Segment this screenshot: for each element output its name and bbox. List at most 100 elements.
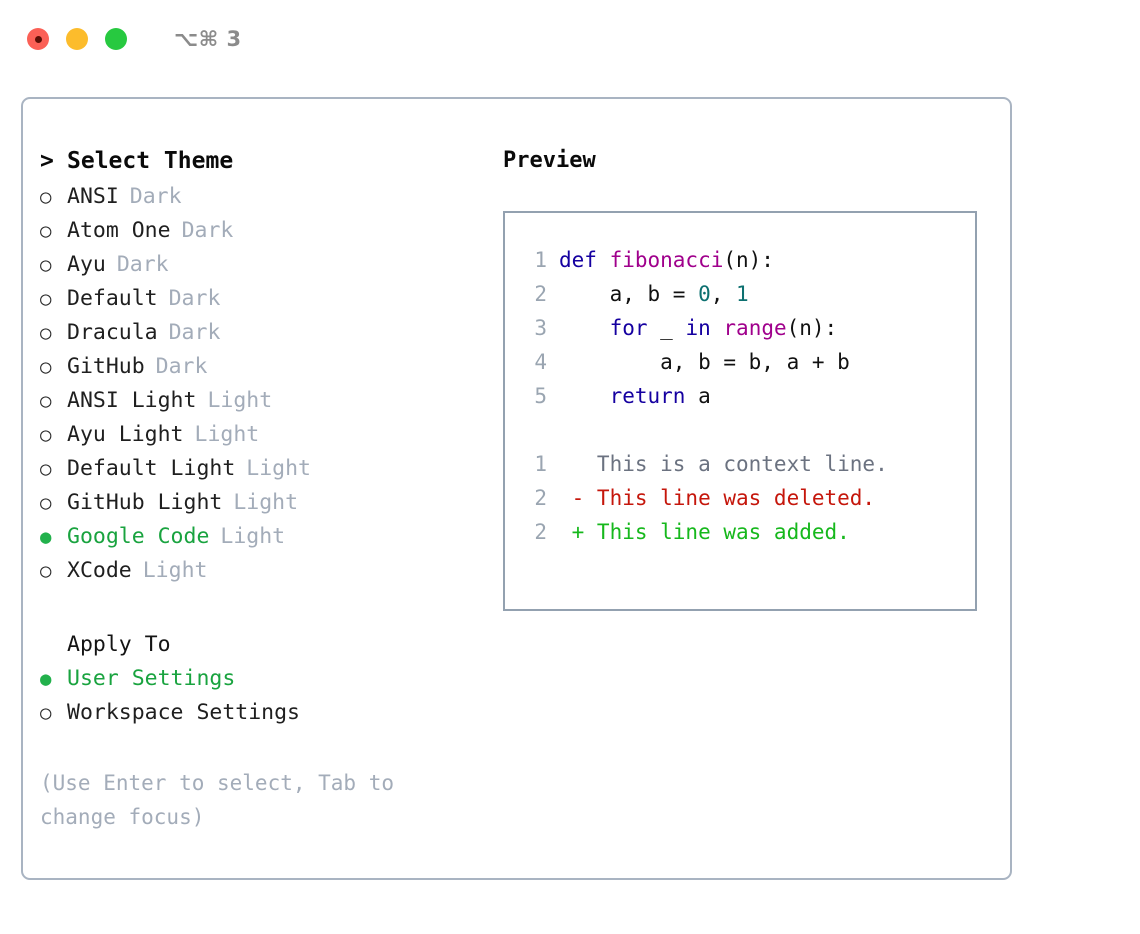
radio-icon: ○ xyxy=(40,322,52,344)
radio-icon: ○ xyxy=(40,186,52,208)
theme-option-tag: Dark xyxy=(168,320,221,345)
line-number: 4 xyxy=(534,350,547,374)
diff-line-add: 2 + This line was added. xyxy=(505,520,975,554)
blank-marker: ○ xyxy=(40,632,67,657)
radio-icon: ○ xyxy=(40,356,52,378)
title-bar: ⌥⌘ 3 xyxy=(0,0,1140,78)
diff-line-content: + This line was added. xyxy=(559,520,850,544)
theme-option-label: Default xyxy=(67,286,158,311)
line-number: 3 xyxy=(534,316,547,340)
code-line: 3 for _ in range(n): xyxy=(505,316,975,350)
radio-icon: ○ xyxy=(40,220,52,242)
diff-line-ctx: 1 This is a context line. xyxy=(505,452,975,486)
code-line-content: return a xyxy=(559,384,711,408)
hint-spacer xyxy=(40,734,480,766)
theme-option-label: Google Code xyxy=(67,524,210,549)
code-token-kw: return xyxy=(609,384,686,408)
radio-icon: ○ xyxy=(40,560,52,582)
code-line: 5 return a xyxy=(505,384,975,418)
page-title: > Select Theme xyxy=(40,148,480,184)
radio-icon: ○ xyxy=(40,458,52,480)
radio-icon: ○ xyxy=(40,702,52,724)
line-number: 1 xyxy=(534,452,547,476)
apply-to-heading: ○ Apply To xyxy=(40,632,480,666)
code-token-num: 1 xyxy=(736,282,749,306)
theme-option-label: Default Light xyxy=(67,456,236,481)
radio-icon: ○ xyxy=(40,288,52,310)
preview-title: Preview xyxy=(503,148,596,173)
code-line: 1 def fibonacci(n): xyxy=(505,248,975,282)
code-token-fn: range xyxy=(723,316,787,340)
radio-icon: ○ xyxy=(40,254,52,276)
diff-line-content: - This line was deleted. xyxy=(559,486,876,510)
keyboard-hint: (Use Enter to select, Tab to change focu… xyxy=(40,771,395,829)
code-token-plain: a, b = xyxy=(559,282,699,306)
keyboard-shortcut-label: ⌥⌘ 3 xyxy=(174,27,242,51)
minimize-button[interactable] xyxy=(66,28,88,50)
code-token-plain: _ xyxy=(647,316,686,340)
theme-option-ayu[interactable]: ○ Ayu Dark xyxy=(40,252,480,286)
code-token-plain: (n): xyxy=(786,316,838,340)
code-preview-box: 1 def fibonacci(n): 2 a, b = 0, 1 3 for _ i… xyxy=(503,211,977,611)
diff-line-content: This is a context line. xyxy=(559,452,888,476)
theme-option-default-light[interactable]: ○ Default Light Light xyxy=(40,456,480,490)
theme-option-label: XCode xyxy=(67,558,132,583)
apply-to-heading-label: Apply To xyxy=(67,632,171,657)
close-button[interactable] xyxy=(27,28,49,50)
line-number: 2 xyxy=(534,520,547,544)
apply-to-list: ● User Settings ○ Workspace Settings xyxy=(40,666,480,734)
radio-selected-icon: ● xyxy=(40,526,52,548)
apply-to-option-workspace-settings[interactable]: ○ Workspace Settings xyxy=(40,700,480,734)
radio-icon: ○ xyxy=(40,424,52,446)
theme-option-tag: Dark xyxy=(129,184,182,209)
theme-option-label: GitHub Light xyxy=(67,490,223,515)
theme-option-label: ANSI xyxy=(67,184,119,209)
theme-option-label: Ayu xyxy=(67,252,106,277)
theme-option-google-code[interactable]: ● Google Code Light xyxy=(40,524,480,558)
apply-to-option-label: User Settings xyxy=(67,666,236,691)
code-token-plain: (n): xyxy=(723,248,774,272)
code-sample: 1 def fibonacci(n): 2 a, b = 0, 1 3 for _ i… xyxy=(505,248,975,418)
diff-spacer xyxy=(505,418,975,452)
code-token-plain xyxy=(559,384,610,408)
line-number: 2 xyxy=(534,486,547,510)
window-controls xyxy=(27,28,127,50)
theme-option-tag: Light xyxy=(246,456,312,481)
radio-selected-icon: ● xyxy=(40,668,52,690)
theme-option-tag: Light xyxy=(207,388,273,413)
zoom-button[interactable] xyxy=(105,28,127,50)
theme-option-ansi[interactable]: ○ ANSI Dark xyxy=(40,184,480,218)
code-token-num: 0 xyxy=(698,282,711,306)
theme-option-tag: Dark xyxy=(116,252,169,277)
apply-to-option-label: Workspace Settings xyxy=(67,700,300,725)
code-line-content: def fibonacci(n): xyxy=(559,248,774,272)
section-spacer xyxy=(40,592,480,632)
diff-line-del: 2 - This line was deleted. xyxy=(505,486,975,520)
code-token-kw: def xyxy=(559,248,610,272)
line-number: 2 xyxy=(534,282,547,306)
apply-to-option-user-settings[interactable]: ● User Settings xyxy=(40,666,480,700)
theme-option-label: Atom One xyxy=(67,218,171,243)
line-number: 5 xyxy=(534,384,547,408)
theme-option-tag: Light xyxy=(220,524,286,549)
theme-option-tag: Light xyxy=(233,490,299,515)
prompt-marker: > xyxy=(40,148,54,174)
diff-sample: 1 This is a context line.2 - This line w… xyxy=(505,452,975,554)
theme-option-tag: Dark xyxy=(168,286,221,311)
code-token-kw: in xyxy=(685,316,711,340)
code-token-plain xyxy=(559,316,610,340)
line-number: 1 xyxy=(534,248,547,272)
code-line-content: a, b = 0, 1 xyxy=(559,282,749,306)
code-line: 4 a, b = b, a + b xyxy=(505,350,975,384)
theme-option-default[interactable]: ○ Default Dark xyxy=(40,286,480,320)
